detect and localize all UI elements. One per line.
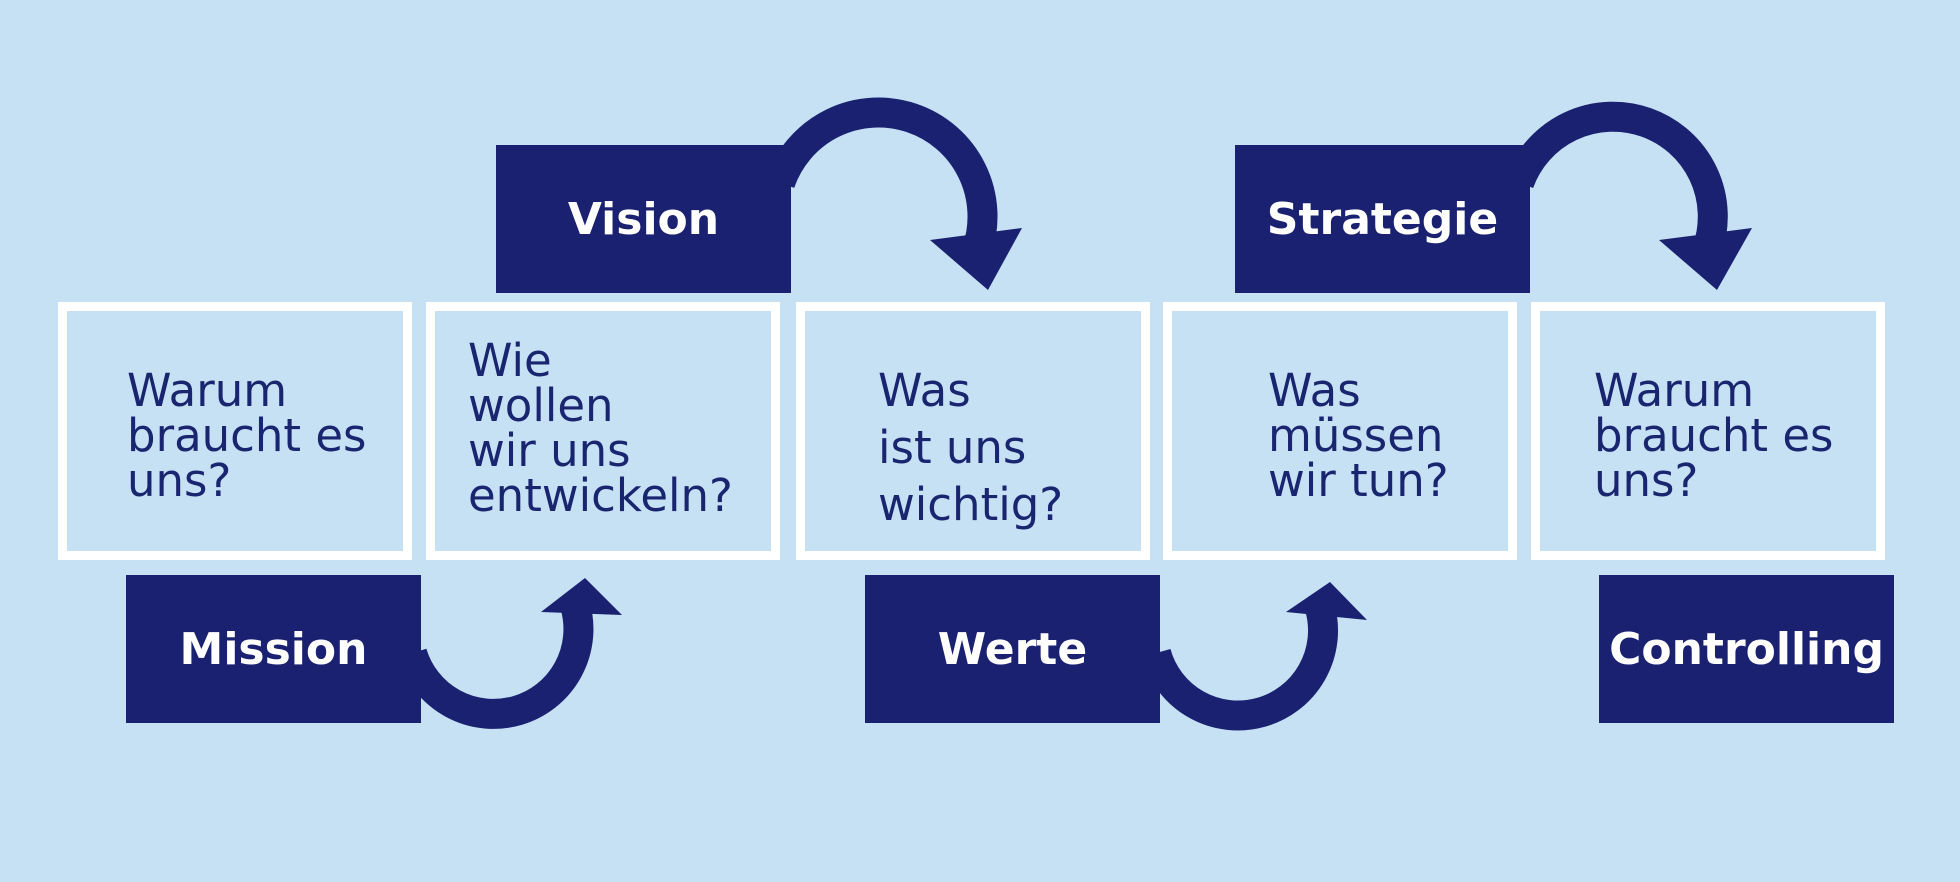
arrowhead-mission	[541, 578, 622, 615]
question-box-2	[426, 302, 780, 560]
label-werte: Werte	[865, 575, 1160, 723]
question-text-5: Warum braucht es uns?	[1594, 364, 1834, 507]
question-text-3: Was ist uns wichtig?	[878, 364, 1064, 531]
question-text-4: Was müssen wir tun?	[1268, 364, 1449, 507]
arrow-strategie-to-controlling	[1504, 101, 1728, 256]
question-box-4	[1163, 302, 1517, 560]
question-box-3	[796, 302, 1150, 560]
label-strategie: Strategie	[1235, 145, 1530, 293]
question-text-2: Wie wollen wir uns entwickeln?	[468, 334, 733, 522]
arrow-werte-to-strategie	[1141, 604, 1339, 731]
arrowhead-werte	[1286, 582, 1367, 620]
label-controlling: Controlling	[1599, 575, 1894, 723]
question-text-1: Warum braucht es uns?	[127, 364, 367, 507]
question-box-5	[1531, 302, 1885, 560]
label-vision: Vision	[496, 145, 791, 293]
arrow-mission-to-vision	[397, 600, 594, 729]
arrowhead-vision	[930, 228, 1022, 290]
arrowhead-strategie	[1659, 228, 1752, 290]
question-box-1	[58, 302, 412, 560]
label-mission: Mission	[126, 575, 421, 723]
arrow-vision-to-values	[765, 97, 998, 255]
